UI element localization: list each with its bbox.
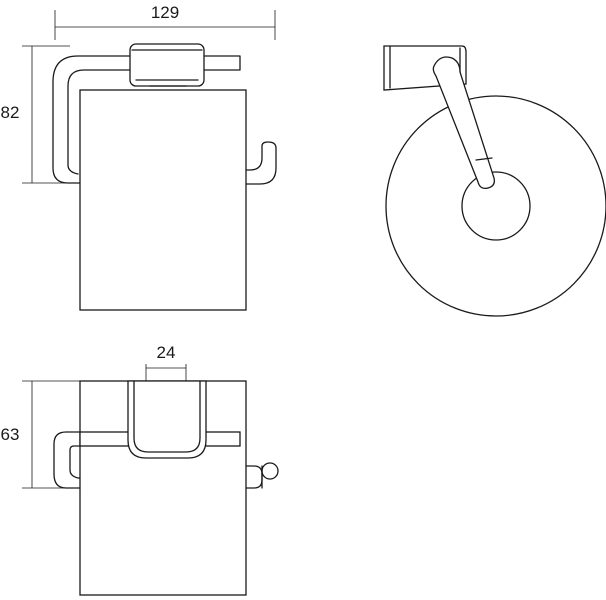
dimension-label-24: 24 bbox=[157, 343, 176, 362]
side-arm bbox=[432, 56, 496, 190]
dimension-width-slot: 24 bbox=[145, 343, 187, 384]
front-view: 129 82 bbox=[1, 3, 277, 311]
side-view bbox=[383, 45, 606, 317]
dimension-width-top: 129 bbox=[54, 3, 276, 40]
knob-end bbox=[261, 462, 279, 480]
toilet-roll-side-core bbox=[461, 171, 531, 241]
dimension-height-front: 82 bbox=[1, 45, 70, 184]
mounting-cup-top bbox=[127, 380, 207, 459]
knob-right-top bbox=[245, 465, 263, 489]
toilet-roll-side-outer bbox=[385, 95, 606, 317]
dimension-label-129: 129 bbox=[151, 3, 179, 22]
top-view: 24 63 bbox=[1, 343, 279, 596]
bracket-left-top bbox=[53, 431, 81, 489]
holder-rod bbox=[203, 55, 241, 71]
dimension-label-82: 82 bbox=[1, 103, 20, 122]
toilet-roll-front bbox=[79, 89, 247, 311]
bracket-arm-left bbox=[52, 55, 131, 184]
dimension-label-63: 63 bbox=[1, 425, 20, 444]
hook-right bbox=[245, 141, 277, 185]
dimension-height-bottom: 63 bbox=[1, 380, 80, 489]
